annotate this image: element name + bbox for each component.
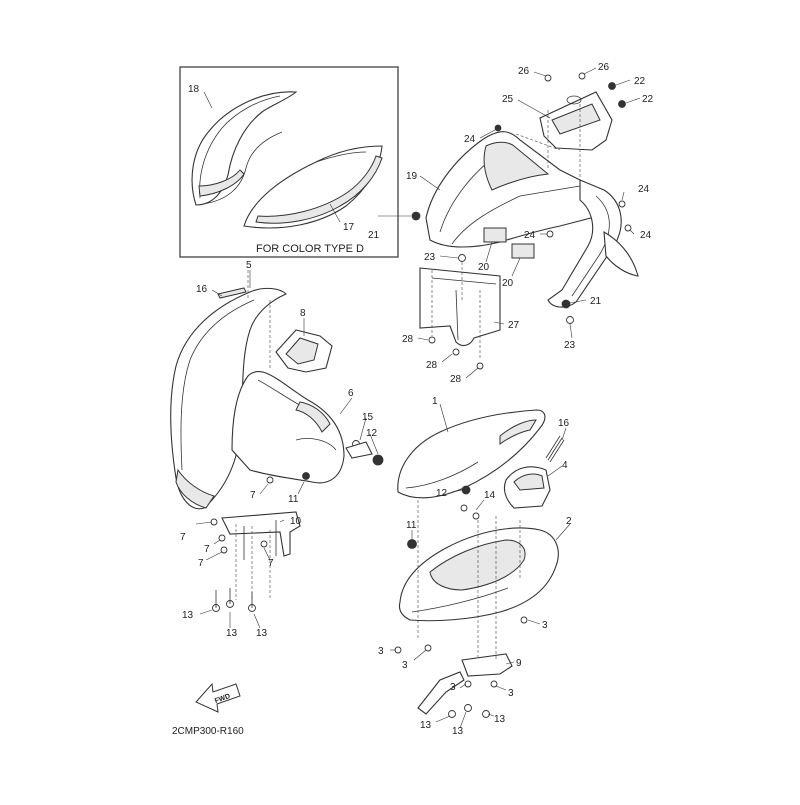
callout-21a: 21 <box>368 230 380 241</box>
part-10-stay <box>221 511 301 557</box>
callout-7e: 7 <box>268 558 274 569</box>
callout-20b: 20 <box>502 278 514 289</box>
callout-13d: 13 <box>420 720 432 731</box>
callout-9: 9 <box>516 658 522 669</box>
rear-bolts <box>411 72 632 370</box>
part-16-strip <box>217 287 247 299</box>
left-cover-group: 5 16 8 6 15 12 7 11 10 7 7 7 7 13 13 13 <box>170 260 384 639</box>
callout-7a: 7 <box>250 490 256 501</box>
callout-12a: 12 <box>366 428 378 439</box>
inset-caption: FOR COLOR TYPE D <box>256 243 364 255</box>
callout-7c: 7 <box>204 544 210 555</box>
callout-5: 5 <box>246 260 252 271</box>
rear-fender-stay <box>547 179 622 308</box>
callout-16a: 16 <box>196 284 208 295</box>
callout-23b: 23 <box>564 340 576 351</box>
part-17-trim <box>243 145 383 229</box>
callout-16b: 16 <box>558 418 570 429</box>
inset-frame <box>179 66 399 258</box>
callout-13a: 13 <box>182 610 194 621</box>
callout-27: 27 <box>508 320 520 331</box>
callout-13c: 13 <box>256 628 268 639</box>
callout-23a: 23 <box>424 252 436 263</box>
callout-24d: 24 <box>524 230 536 241</box>
callout-10: 10 <box>290 516 302 527</box>
color-type-d-inset: 18 17 FOR COLOR TYPE D <box>179 66 399 258</box>
callout-22b: 22 <box>642 94 654 105</box>
callout-26b: 26 <box>598 62 610 73</box>
callout-13f: 13 <box>494 714 506 725</box>
part-20-block-a <box>483 227 507 243</box>
callout-7d: 7 <box>198 558 204 569</box>
callout-22a: 22 <box>634 76 646 87</box>
left-bolts <box>210 440 384 612</box>
diagram-code: 2CMP300-R160 <box>172 726 244 737</box>
callout-15: 15 <box>362 412 374 423</box>
callout-14: 14 <box>484 490 496 501</box>
front-stay <box>417 671 465 715</box>
part-15-clip <box>345 441 373 459</box>
callout-13e: 13 <box>452 726 464 737</box>
callout-4: 4 <box>562 460 568 471</box>
part-20-block-b <box>511 243 535 259</box>
part-6-inner-cover <box>231 370 345 484</box>
fwd-arrow-icon: FWD <box>195 682 241 713</box>
callout-24b: 24 <box>638 184 650 195</box>
callout-3a: 3 <box>542 620 548 631</box>
part-16-spring <box>545 435 565 463</box>
callout-20a: 20 <box>478 262 490 273</box>
callout-12b: 12 <box>436 488 448 499</box>
callout-3b: 3 <box>378 646 384 657</box>
callout-6: 6 <box>348 388 354 399</box>
callout-17: 17 <box>343 222 355 233</box>
callout-3d: 3 <box>450 682 456 693</box>
callout-28a: 28 <box>402 334 414 345</box>
callout-13b: 13 <box>226 628 238 639</box>
callout-2: 2 <box>566 516 572 527</box>
callout-28b: 28 <box>426 360 438 371</box>
part-18-side-cover <box>191 91 298 206</box>
callout-11b: 11 <box>406 520 417 531</box>
front-fender-group: 1 16 4 12 14 11 2 3 3 3 9 3 3 13 13 13 <box>378 396 572 737</box>
part-9-bracket <box>461 653 513 677</box>
callout-7b: 7 <box>180 532 186 543</box>
callout-24c: 24 <box>640 230 652 241</box>
callout-8: 8 <box>300 308 306 319</box>
callout-25: 25 <box>502 94 514 105</box>
part-5-outer-cover <box>170 287 287 510</box>
rear-fender-group: 26 26 22 22 25 24 19 24 24 24 21 23 20 2… <box>368 62 654 385</box>
callout-3c: 3 <box>402 660 408 671</box>
callout-1: 1 <box>432 396 438 407</box>
callout-18: 18 <box>188 84 200 95</box>
callout-28c: 28 <box>450 374 462 385</box>
callout-3e: 3 <box>508 688 514 699</box>
callout-11a: 11 <box>288 494 299 505</box>
callout-21b: 21 <box>590 296 602 307</box>
callout-24a: 24 <box>464 134 476 145</box>
mud-flap <box>603 231 639 277</box>
callout-26a: 26 <box>518 66 530 77</box>
callout-19: 19 <box>406 171 418 182</box>
front-bolts <box>394 485 528 718</box>
